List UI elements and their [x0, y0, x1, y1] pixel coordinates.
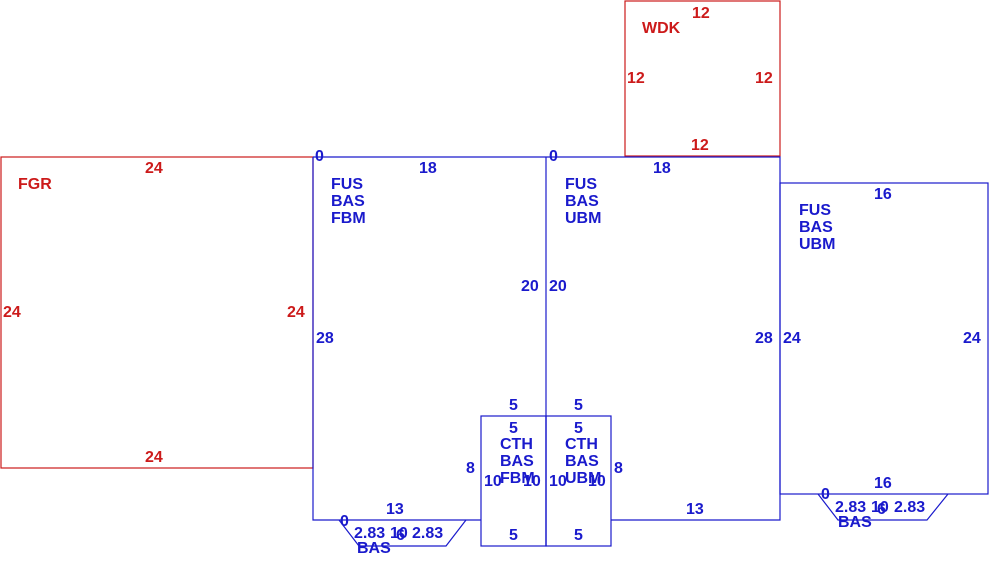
cth-left-code-3: FBM — [500, 470, 535, 487]
east-wing-code-2: BAS — [799, 219, 833, 236]
main-right-area: FUS BAS UBM 0 18 20 28 13 — [549, 148, 773, 518]
main-right-code-1: FUS — [565, 176, 597, 193]
cth-right-code-3: UBM — [565, 470, 601, 487]
bay-left-dim-right: 2.83 — [412, 525, 443, 542]
wdk-dim-left: 12 — [627, 70, 645, 87]
main-left-dim-corner: 0 — [315, 148, 324, 165]
fgr-dim-top: 24 — [145, 160, 163, 177]
main-right-dim-bottom: 13 — [686, 501, 704, 518]
cth-right-outline — [545, 415, 612, 547]
main-right-code-3: UBM — [565, 210, 601, 227]
fgr-dim-right: 24 — [287, 304, 305, 321]
cth-left-dim-bottom: 5 — [509, 527, 518, 544]
main-left-dim-top: 18 — [419, 160, 437, 177]
main-left-dim-bottom: 13 — [386, 501, 404, 518]
cth-left-dim-inner-right: 10 — [523, 473, 541, 490]
main-left-dim-bottom-corner: 0 — [340, 513, 349, 530]
cth-right-dim-inner-right: 10 — [588, 473, 606, 490]
main-right-dim-right: 28 — [755, 330, 773, 347]
bay-left-dim-center: 6 — [396, 527, 405, 544]
main-left-area: FUS BAS FBM 0 18 28 20 13 — [315, 148, 539, 518]
main-left-code-1: FUS — [331, 176, 363, 193]
cth-left-code-1: CTH — [500, 436, 533, 453]
bay-right-area: 0 2.83 6 10 2.83 BAS — [817, 486, 949, 531]
main-right-dim-top: 18 — [653, 160, 671, 177]
bay-left-label: BAS — [357, 540, 391, 557]
cth-right-area: 5 5 CTH BAS UBM 10 10 8 5 — [545, 397, 623, 547]
wdk-area: WDK 12 12 12 12 — [624, 0, 781, 157]
fgr-outline — [0, 156, 314, 469]
cth-right-dim-top-inner: 5 — [574, 420, 583, 437]
main-right-dim-corner: 0 — [549, 148, 558, 165]
cth-right-code-2: BAS — [565, 453, 599, 470]
main-right-dim-left: 20 — [549, 278, 567, 295]
east-wing-dim-bottom: 16 — [874, 475, 892, 492]
main-left-dim-right: 20 — [521, 278, 539, 295]
bay-right-dim-right: 2.83 — [894, 499, 925, 516]
cth-left-dim-top-inner: 5 — [509, 420, 518, 437]
main-left-code-3: FBM — [331, 210, 366, 227]
main-right-code-2: BAS — [565, 193, 599, 210]
east-wing-area: FUS BAS UBM 16 24 24 16 — [779, 182, 989, 495]
main-left-code-2: BAS — [331, 193, 365, 210]
cth-left-dim-top-outer: 5 — [509, 397, 518, 414]
east-wing-code-3: UBM — [799, 236, 835, 253]
cth-left-code-2: BAS — [500, 453, 534, 470]
bay-left-dim-center-b: 10 — [390, 525, 408, 542]
main-left-dim-left: 28 — [316, 330, 334, 347]
wdk-dim-top: 12 — [692, 5, 710, 22]
east-wing-outline — [779, 182, 989, 495]
cth-left-area: 5 5 CTH BAS FBM 8 10 10 5 — [466, 397, 547, 547]
cth-left-dim-left: 8 — [466, 460, 475, 477]
east-wing-dim-bottom-corner: 0 — [821, 486, 830, 503]
bay-right-dim-center-b: 10 — [871, 499, 889, 516]
wdk-label: WDK — [642, 20, 681, 37]
bay-left-dim-left: 2.83 — [354, 525, 385, 542]
bay-right-outline — [817, 493, 949, 521]
cth-right-dim-top-outer: 5 — [574, 397, 583, 414]
fgr-dim-left: 24 — [3, 304, 21, 321]
bay-left-area: 0 2.83 6 10 2.83 BAS — [338, 513, 467, 557]
wdk-dim-bottom: 12 — [691, 137, 709, 154]
cth-right-code-1: CTH — [565, 436, 598, 453]
east-wing-dim-right: 24 — [963, 330, 981, 347]
fgr-area: FGR 24 24 24 24 — [0, 156, 314, 469]
bay-left-outline — [338, 519, 467, 547]
cth-right-dim-inner-left: 10 — [549, 473, 567, 490]
fgr-label: FGR — [18, 176, 52, 193]
bay-right-dim-left: 2.83 — [835, 499, 866, 516]
fgr-dim-bottom: 24 — [145, 449, 163, 466]
cth-right-dim-right: 8 — [614, 460, 623, 477]
wdk-outline — [624, 0, 781, 157]
east-wing-code-1: FUS — [799, 202, 831, 219]
east-wing-dim-top: 16 — [874, 186, 892, 203]
wdk-dim-right: 12 — [755, 70, 773, 87]
bay-right-label: BAS — [838, 514, 872, 531]
cth-right-dim-bottom: 5 — [574, 527, 583, 544]
cth-left-dim-inner-left: 10 — [484, 473, 502, 490]
bay-right-dim-center: 6 — [877, 501, 886, 518]
east-wing-dim-left: 24 — [783, 330, 801, 347]
